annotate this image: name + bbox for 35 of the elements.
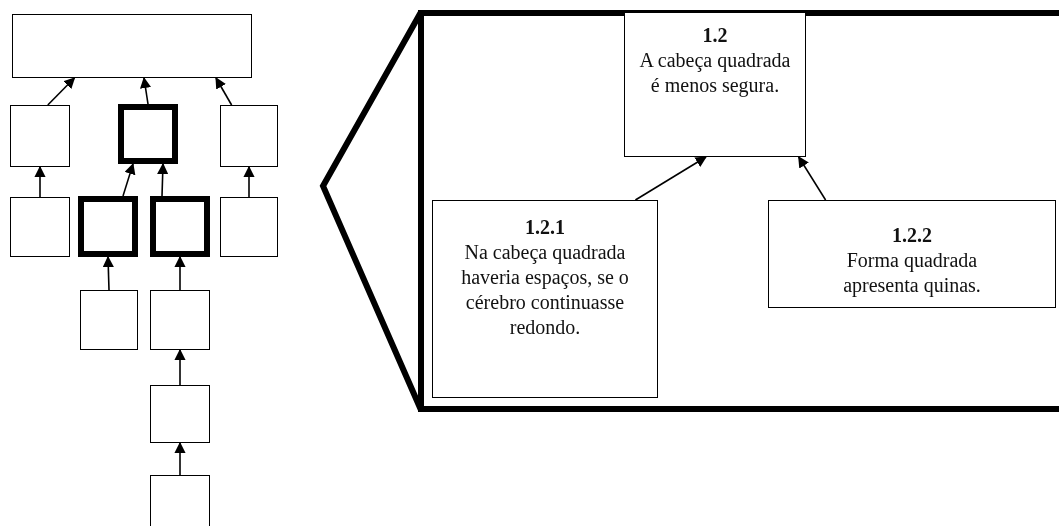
text-box [432,200,658,398]
arrow [140,76,152,105]
arrow [174,441,186,476]
node-text: A cabeça quadrada é menos segura. [638,48,792,98]
node-number: 1.2 [701,23,729,48]
text-box [624,12,806,157]
arrow [797,156,827,201]
arrow [215,77,233,106]
arrow [243,165,255,198]
empty-box [150,475,210,526]
empty-box [10,197,70,257]
arrow [157,162,169,197]
text-box [768,200,1056,308]
empty-box [10,105,70,167]
empty-box [150,196,210,257]
node-number: 1.2.2 [891,223,933,248]
empty-box [80,290,138,350]
zoom-panel [418,10,1059,412]
node-text: Forma quadrada apresenta quinas. [842,248,982,298]
empty-box [78,196,138,257]
arrow [174,348,186,386]
arrow [174,255,186,291]
node-text: Na cabeça quadrada haveria espaços, se o cérebro continuasse redondo. [460,240,630,340]
arrow [122,162,136,197]
arrow [47,77,76,106]
empty-box [150,385,210,443]
empty-box [12,14,252,78]
empty-box [220,105,278,167]
empty-box [220,197,278,257]
empty-box [118,104,178,164]
node-number: 1.2.1 [524,215,566,240]
arrow [634,156,707,201]
arrow [102,255,114,291]
arrow [34,165,46,198]
empty-box [150,290,210,350]
